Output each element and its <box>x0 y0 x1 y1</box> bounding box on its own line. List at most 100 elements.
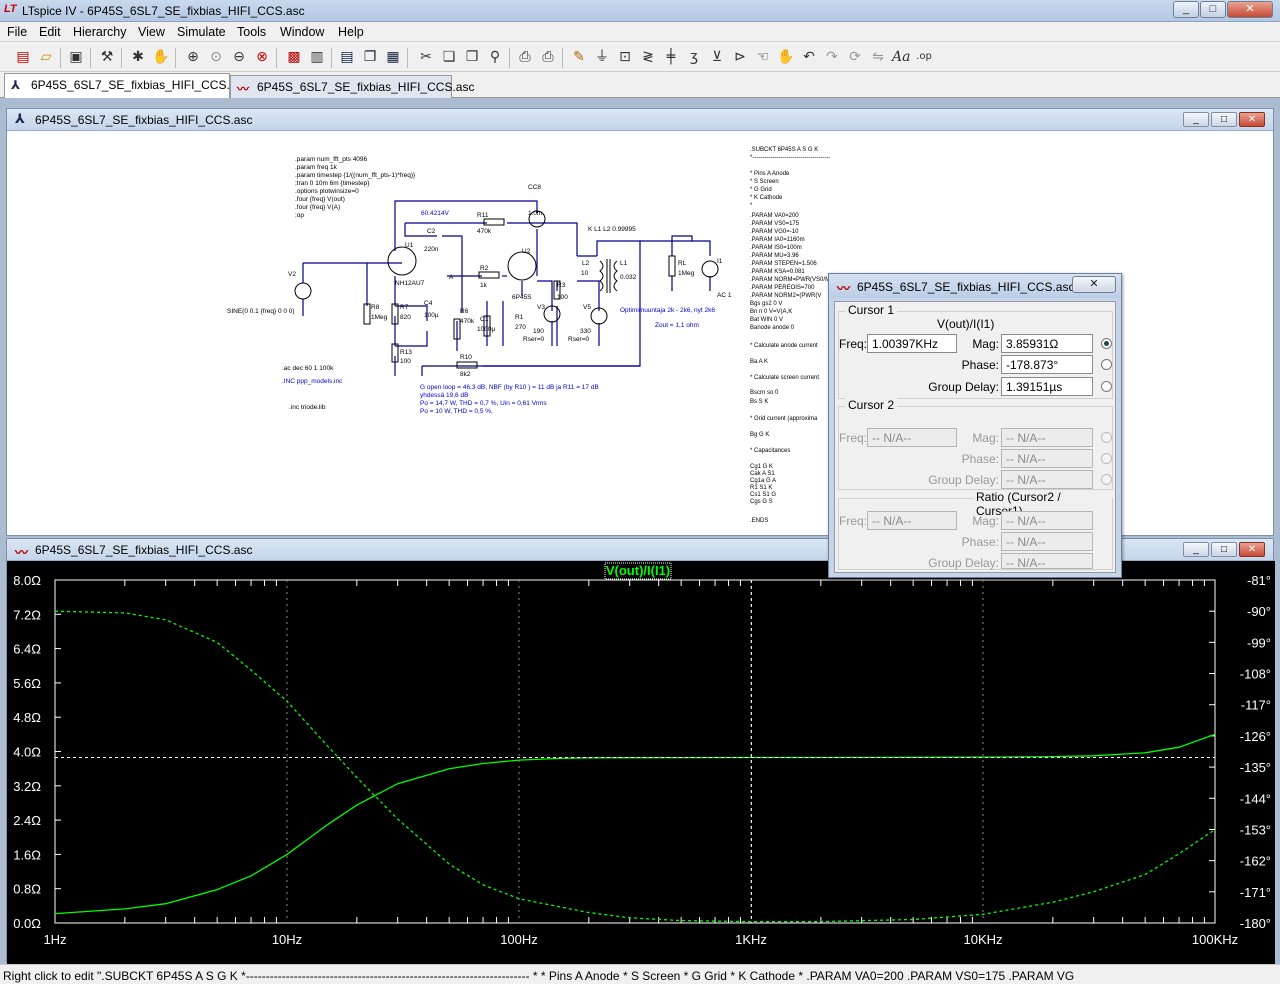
halt-icon[interactable]: ✋ <box>152 49 170 65</box>
hammer-icon[interactable]: ⚒ <box>100 49 114 65</box>
subckt-line: Cak A S1 <box>750 471 775 477</box>
child-maximize-button[interactable]: □ <box>1211 112 1237 127</box>
subckt-line: .PARAM VA0=200 <box>750 213 799 219</box>
cursor1-phase-radio[interactable] <box>1101 359 1112 370</box>
subckt-line: * <box>750 203 753 209</box>
label: R13 <box>400 349 412 356</box>
open-icon[interactable]: ▱ <box>40 49 52 65</box>
component-icon[interactable]: ⊳ <box>734 49 746 65</box>
y-left-tick-label: 3.2Ω <box>13 779 41 794</box>
subckt-line: Banode anode 0 <box>750 325 795 331</box>
child-close-button[interactable]: ✕ <box>1239 112 1265 127</box>
cursor1-mag-radio[interactable] <box>1101 338 1112 349</box>
text-icon[interactable]: Aa <box>892 49 911 65</box>
mirror-icon[interactable]: ⇋ <box>872 49 884 65</box>
copy-icon[interactable]: ❏ <box>442 49 456 65</box>
label: K L1 L2 0.99995 <box>588 226 636 233</box>
y-left-tick-label: 7.2Ω <box>13 607 41 622</box>
subckt-line: .ENDS <box>750 518 768 524</box>
menu-simulate[interactable]: Simulate <box>177 25 226 39</box>
print-icon[interactable]: ⎙ <box>542 49 554 65</box>
cursor1-mag-field[interactable]: 3.85931Ω <box>1001 334 1093 353</box>
menu-window[interactable]: Window <box>280 25 325 39</box>
subckt-line: Cg1a G A <box>750 478 776 484</box>
close-button[interactable]: ✕ <box>1227 1 1273 18</box>
subckt-line: *--------------------------------------- <box>750 155 830 161</box>
find-icon[interactable]: ⚲ <box>489 49 501 65</box>
menu-view[interactable]: View <box>138 25 165 39</box>
tab-waveform[interactable]: 〰 6P45S_6SL7_SE_fixbias_HIFI_CCS.asc <box>230 75 474 98</box>
zoom-out-icon[interactable]: ⊖ <box>233 49 245 65</box>
ground-icon[interactable]: ⏚ <box>595 49 609 65</box>
dialog-close-button[interactable]: ✕ <box>1072 276 1116 293</box>
cursor-dialog-title: 6P45S_6SL7_SE_fixbias_HIFI_CCS.asc <box>857 280 1075 294</box>
cursor1-gd-radio[interactable] <box>1101 381 1112 392</box>
spice-directive-icon[interactable]: .op <box>916 51 932 62</box>
tile-horizontal-icon[interactable]: ▥ <box>310 49 324 65</box>
label-icon[interactable]: ⊡ <box>619 49 631 65</box>
new-schematic-icon[interactable]: ▤ <box>16 49 30 65</box>
child-minimize-button[interactable]: _ <box>1183 542 1209 557</box>
subckt-line: Cg1 G K <box>750 464 773 470</box>
move-icon[interactable]: ☜ <box>756 49 770 65</box>
cursor-dialog-titlebar: 〰 6P45S_6SL7_SE_fixbias_HIFI_CCS.asc ✕ <box>829 274 1121 298</box>
autorange-icon[interactable]: ▩ <box>287 49 301 65</box>
wire-icon[interactable]: ✎ <box>573 49 585 65</box>
zoom-area-icon[interactable]: ⊙ <box>210 49 222 65</box>
capacitor-icon[interactable]: ╪ <box>666 49 676 65</box>
tile-icon[interactable]: ▦ <box>386 49 400 65</box>
cursor1-gd-field[interactable]: 1.39151µs <box>1001 377 1093 396</box>
zoom-in-icon[interactable]: ⊕ <box>187 49 199 65</box>
mdi-workspace: ⅄ 6P45S_6SL7_SE_fixbias_HIFI_CCS.asc _ □… <box>0 98 1280 967</box>
paste-icon[interactable]: ❐ <box>465 49 479 65</box>
cursor1-expression: V(out)/I(I1) <box>937 317 995 331</box>
label: L2 <box>582 260 590 267</box>
x-tick-label: 100KHz <box>1192 932 1238 947</box>
drag-icon[interactable]: ✋ <box>777 49 795 65</box>
label: AC 1 <box>717 292 732 299</box>
label: SINE(0 0.1 {freq} 0 0 0) <box>227 308 295 315</box>
menu-help[interactable]: Help <box>338 25 364 39</box>
subckt-line: .PARAM NORM2=(PWR(V <box>750 293 821 299</box>
ratio-phase-label: Phase: <box>961 535 999 549</box>
cursor1-freq-field[interactable]: 1.00397KHz <box>867 334 957 353</box>
x-tick-label: 1Hz <box>43 932 66 947</box>
zoom-cancel-icon[interactable]: ⊗ <box>256 49 268 65</box>
cursor2-mag-label: Mag: <box>972 431 999 445</box>
subckt-line: .PARAM STEPEN=1.506 <box>750 261 817 267</box>
cascade-icon[interactable]: ❐ <box>363 49 377 65</box>
diode-icon[interactable]: ⊻ <box>711 49 723 65</box>
label: Po = 14,7 W, THD = 0,7 %, Uin = 0,61 Vrm… <box>420 400 547 407</box>
rotate-icon[interactable]: ⟳ <box>849 49 861 65</box>
child-maximize-button[interactable]: □ <box>1211 542 1237 557</box>
cut-icon[interactable]: ✂ <box>420 49 432 65</box>
menu-tools[interactable]: Tools <box>237 25 267 39</box>
save-icon[interactable]: ▣ <box>69 49 83 65</box>
inductor-icon[interactable]: ʒ <box>689 49 699 65</box>
app-title-bar: LT LTspice IV - 6P45S_6SL7_SE_fixbias_HI… <box>0 0 1280 22</box>
child-close-button[interactable]: ✕ <box>1239 542 1265 557</box>
print-setup-icon[interactable]: ⎙ <box>519 49 531 65</box>
run-icon[interactable]: ✱ <box>132 49 144 65</box>
schematic-drawing[interactable]: .param num_fft_pts 4096 .param freq 1k .… <box>17 141 1269 533</box>
menu-hierarchy[interactable]: Hierarchy <box>73 25 127 39</box>
child-minimize-button[interactable]: _ <box>1183 112 1209 127</box>
tile-vertical-icon[interactable]: ▤ <box>340 49 354 65</box>
x-tick-label: 10Hz <box>272 932 302 947</box>
menu-file[interactable]: File <box>7 25 28 39</box>
ratio-gd-label: Group Delay: <box>928 556 999 570</box>
trace-label[interactable]: V(out)/I(I1) <box>606 563 670 578</box>
cursor2-phase-radio <box>1101 453 1112 464</box>
redo-icon[interactable]: ↷ <box>826 49 838 65</box>
ratio-mag-field: -- N/A-- <box>1001 511 1093 530</box>
cursor1-phase-field[interactable]: -178.873° <box>1001 355 1093 374</box>
maximize-button[interactable]: □ <box>1200 1 1226 18</box>
menu-edit[interactable]: Edit <box>39 25 61 39</box>
resistor-icon[interactable]: ≷ <box>642 49 654 65</box>
tab-schematic[interactable]: ⅄ 6P45S_6SL7_SE_fixbias_HIFI_CCS.asc <box>4 73 248 99</box>
undo-icon[interactable]: ↶ <box>803 49 815 65</box>
label: C2 <box>427 228 436 235</box>
minimize-button[interactable]: _ <box>1173 1 1199 18</box>
